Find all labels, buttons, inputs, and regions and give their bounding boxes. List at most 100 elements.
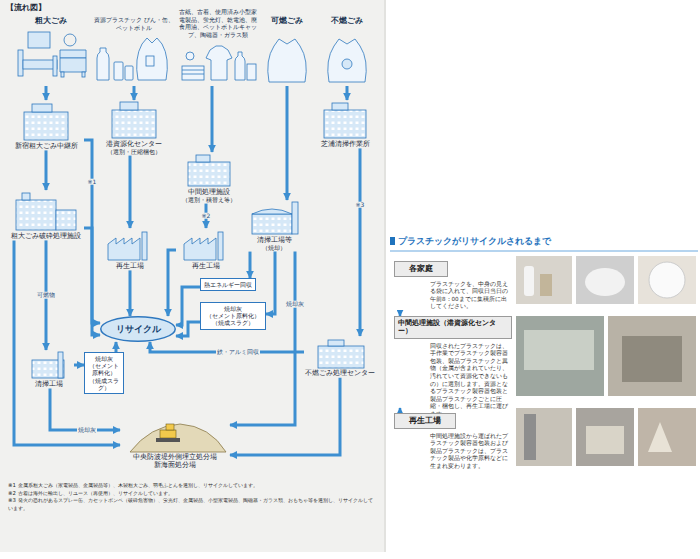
flow-arrow bbox=[286, 86, 289, 200]
photo bbox=[540, 274, 552, 296]
resource-plastic-picture bbox=[125, 66, 133, 80]
section-title: プラスチックがリサイクルされるまで bbox=[398, 236, 551, 248]
burnable-bag-picture bbox=[268, 39, 306, 82]
facility-label: 粗大ごみ破砕処理施設 bbox=[8, 232, 84, 240]
facility: 港資源化センター（選別・圧縮梱包） bbox=[96, 100, 172, 156]
facility-label: 再生工場 bbox=[176, 262, 236, 270]
box-label: （セメント原料化） （焼成スラグ） bbox=[87, 362, 121, 391]
waste-category: 粗大ごみ bbox=[14, 16, 88, 86]
facility-label: 清掃工場等 bbox=[244, 236, 304, 244]
flow-arrow bbox=[14, 240, 120, 445]
info-box: 焼却灰（セメント原料化） （焼成スラグ） bbox=[200, 302, 266, 330]
box-label: 焼却灰 bbox=[87, 355, 121, 362]
facility-label: 不燃ごみ処理センター bbox=[304, 370, 376, 378]
factory-picture bbox=[184, 238, 216, 260]
step-box: 中間処理施設（港資源化センター）回収されたプラスチックは、手作業でプラスチック製… bbox=[394, 316, 512, 418]
facility-label: 芝浦清掃作業所 bbox=[314, 140, 376, 148]
flow-label: 焼却灰 bbox=[285, 301, 305, 308]
resource-plastic-picture bbox=[97, 38, 167, 80]
photo bbox=[576, 256, 634, 304]
bulky-waste-picture bbox=[23, 60, 57, 69]
flow-arrow bbox=[176, 322, 200, 336]
footnote: ※1 金属系粗大ごみ（家電製品、金属製品等）、木製粗大ごみ、羽毛ふとんを選別し、… bbox=[8, 482, 376, 490]
resource-plastic-picture bbox=[114, 62, 123, 80]
facility: 不燃ごみ処理センター bbox=[304, 336, 376, 378]
resource-items-picture bbox=[186, 52, 194, 60]
building-picture bbox=[56, 210, 76, 230]
photo bbox=[586, 426, 624, 454]
building-picture bbox=[188, 162, 230, 186]
resource-items-picture bbox=[182, 74, 204, 75]
flow-arrow bbox=[211, 86, 214, 152]
landfill-picture bbox=[156, 438, 180, 442]
category-label: 粗大ごみ bbox=[14, 16, 88, 26]
landfill-picture bbox=[130, 424, 226, 452]
photo bbox=[638, 256, 696, 304]
building-picture bbox=[16, 102, 366, 230]
oval-outline bbox=[101, 317, 175, 341]
flow-arrow bbox=[84, 228, 100, 335]
facility: 清掃工場等（焼却） bbox=[244, 200, 304, 252]
step-box: 各家庭プラスチックを、中身の見える袋に入れて、回収日当日の午前8：00までに集積… bbox=[394, 256, 512, 311]
flow-arrow bbox=[168, 250, 176, 316]
recycle-oval: リサイクル bbox=[100, 316, 176, 342]
facility: 清掃工場 bbox=[24, 350, 74, 388]
resource-plastic-picture bbox=[97, 48, 109, 80]
flow-arrow bbox=[45, 150, 48, 190]
facility-label: 清掃工場 bbox=[24, 380, 74, 388]
facility-label: 中央防波堤外側埋立処分場 bbox=[120, 454, 230, 462]
incinerator-picture bbox=[328, 340, 344, 346]
facility-label: 港資源化センター bbox=[96, 140, 172, 148]
category-label: 資源プラスチック びん・缶、ペットボトル bbox=[94, 16, 174, 31]
flow-label: 焼却灰 bbox=[77, 427, 97, 434]
section-heading-mark bbox=[390, 237, 698, 251]
photo bbox=[516, 256, 696, 466]
bulky-waste-picture bbox=[18, 32, 86, 77]
waste-category: 資源プラスチック びん・缶、ペットボトル bbox=[94, 16, 174, 86]
nonburnable-bag-picture bbox=[342, 59, 352, 69]
facility-label: 新海面処分場 bbox=[120, 462, 230, 470]
photo bbox=[576, 408, 634, 466]
building-picture bbox=[332, 103, 348, 110]
building-picture bbox=[112, 110, 156, 138]
flow-label: 鉄・アルミ回収 bbox=[216, 349, 260, 356]
photo bbox=[649, 262, 685, 298]
resource-plastic-picture bbox=[137, 38, 168, 80]
facility: 再生工場 bbox=[100, 228, 160, 270]
landfill-picture bbox=[166, 424, 174, 430]
step-box: 再生工場中間処理施設から運ばれたプラスチック製容器包装および製品プラスチックは、… bbox=[394, 408, 512, 470]
photo bbox=[638, 408, 696, 466]
burnable-bag-picture bbox=[268, 39, 306, 82]
factory-picture bbox=[142, 232, 147, 260]
waste-category: 可燃ごみ bbox=[262, 16, 312, 86]
recycle-label: リサイクル bbox=[100, 324, 176, 335]
nonburnable-bag-picture bbox=[328, 39, 366, 82]
bulky-waste-picture bbox=[60, 58, 86, 72]
step-heading: 中間処理施設（港資源化センター） bbox=[394, 316, 512, 339]
diagram-title: 【流れ図】 bbox=[6, 2, 46, 13]
facility: 中間処理施設（選別・積替え等） bbox=[176, 152, 242, 204]
flow-arrow bbox=[359, 148, 362, 336]
box-label: 熱エネルギー回収 bbox=[203, 281, 253, 288]
facility-note: （選別・積替え等） bbox=[176, 196, 242, 203]
incinerator-picture bbox=[252, 214, 292, 234]
flow-label: ※2 bbox=[201, 212, 212, 219]
bulky-waste-picture bbox=[18, 50, 23, 76]
section-heading-mark bbox=[390, 237, 395, 245]
landfill-picture bbox=[130, 424, 226, 452]
info-box: 焼却灰（セメント原料化） （焼成スラグ） bbox=[84, 352, 124, 394]
bulky-waste-picture bbox=[61, 72, 64, 77]
resource-items-picture bbox=[206, 46, 232, 80]
step-text: プラスチックを、中身の見える袋に入れて、回収日当日の午前8：00までに集積所に出… bbox=[430, 281, 512, 311]
facility: 新宿粗大ごみ中継所 bbox=[8, 100, 84, 150]
category-label: 可燃ごみ bbox=[262, 16, 312, 26]
photo bbox=[524, 330, 594, 370]
photo bbox=[648, 422, 672, 452]
flow-arrow bbox=[346, 86, 349, 100]
facility-note: （焼却） bbox=[244, 244, 304, 251]
building-picture bbox=[16, 200, 56, 230]
resource-items-picture bbox=[182, 66, 204, 80]
footnote-list: ※1 金属系粗大ごみ（家電製品、金属製品等）、木製粗大ごみ、羽毛ふとんを選別し、… bbox=[8, 482, 376, 512]
